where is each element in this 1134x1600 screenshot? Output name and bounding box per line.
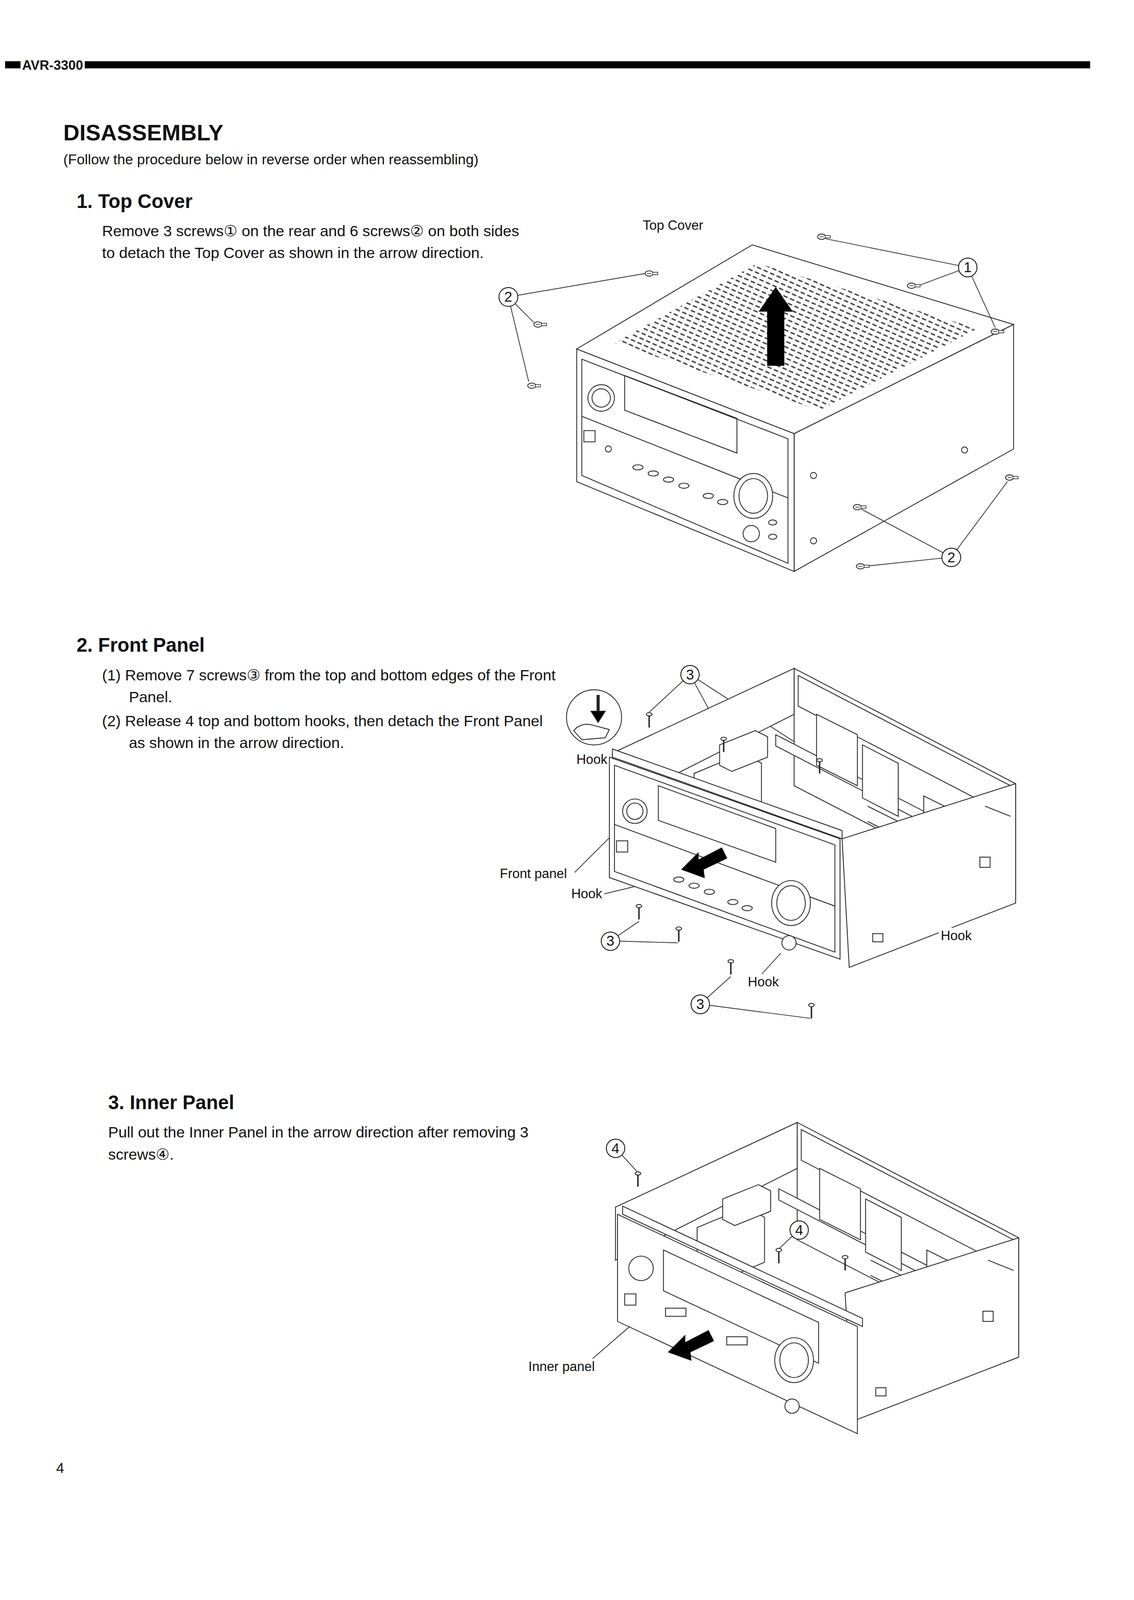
part-label: Top Cover [641, 217, 705, 234]
callout-number: 2 [941, 547, 961, 567]
header-bar [5, 61, 1091, 69]
part-label: Hook [569, 885, 604, 902]
instruction-text: Pull out the Inner Panel in the arrow di… [108, 1121, 543, 1166]
chassis-figure [615, 1122, 1019, 1434]
part-label: Hook [574, 751, 609, 768]
instruction-text: Remove 3 screws① on the rear and 6 screw… [102, 220, 537, 265]
callout-number: 2 [498, 287, 518, 307]
screws [527, 234, 1019, 570]
part-label: Front panel [498, 865, 569, 882]
part-label: Hook [746, 973, 781, 990]
section-heading: 1. Top Cover [76, 189, 193, 214]
callout-number: 4 [605, 1138, 626, 1158]
instruction-step: (2) Release 4 top and bottom hooks, then… [102, 710, 563, 755]
callout-text: 3 [696, 997, 705, 1012]
callout-text: 2 [947, 550, 956, 565]
callout-number: 4 [789, 1220, 809, 1240]
callout-text: 2 [504, 289, 513, 304]
section-heading: 3. Inner Panel [108, 1091, 235, 1115]
callout-number: 1 [958, 257, 978, 277]
note-text: (Follow the procedure below in reverse o… [63, 151, 479, 169]
section-heading: 2. Front Panel [76, 633, 205, 657]
callout-text: 1 [963, 260, 972, 275]
callout-number: 3 [690, 994, 710, 1014]
callout-number: 3 [600, 931, 621, 951]
model-name: AVR-3300 [20, 57, 85, 74]
callout-text: 4 [795, 1223, 804, 1238]
callout-text: 4 [611, 1141, 620, 1156]
page-number: 4 [56, 1459, 65, 1477]
instruction-step: (1) Remove 7 screws③ from the top and bo… [102, 664, 563, 709]
page-title: DISASSEMBLY [63, 119, 224, 147]
callout-text: 3 [606, 933, 615, 948]
callout-number: 3 [680, 664, 700, 685]
part-label: Inner panel [526, 1358, 597, 1375]
receiver-figure [576, 244, 1014, 572]
callout-text: 3 [685, 667, 695, 682]
part-label: Hook [938, 927, 974, 944]
chassis-figure [566, 668, 1016, 1019]
